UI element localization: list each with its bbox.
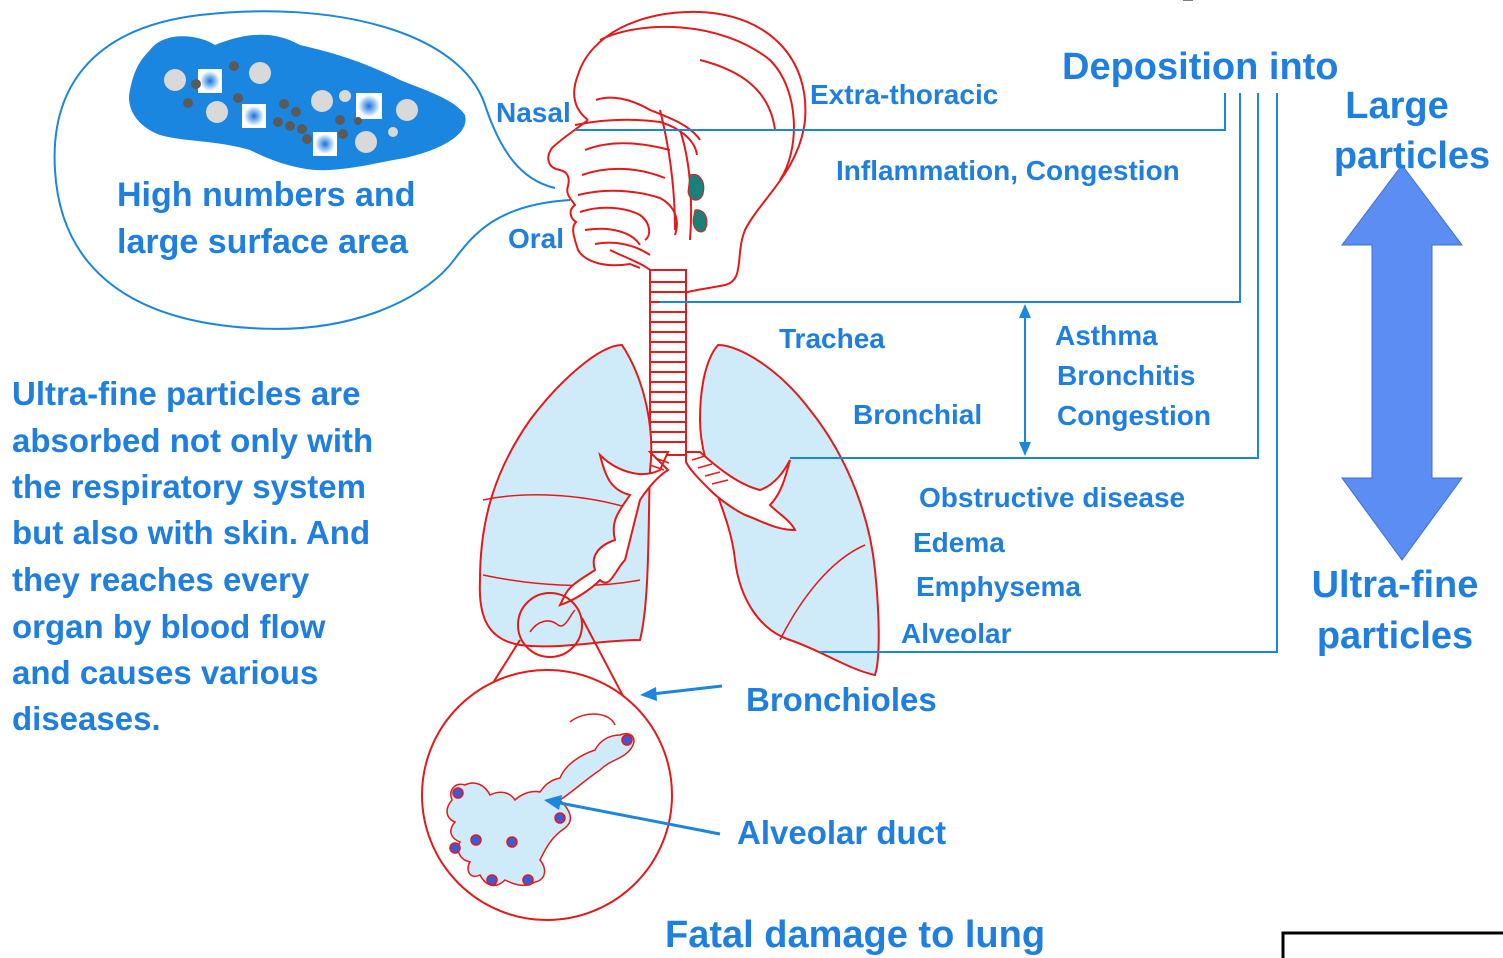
bronchioles-label: Bronchioles [746, 683, 937, 716]
oral-label: Oral [508, 225, 564, 253]
asthma-range-arrow [1019, 304, 1031, 456]
ultra-fine-line1: Ultra-fine [1300, 566, 1490, 604]
trachea-label: Trachea [779, 325, 885, 353]
note-line: absorbed not only with [12, 424, 373, 457]
note-line: but also with skin. And [12, 516, 370, 549]
high-numbers-line1: High numbers and [117, 178, 415, 212]
ultra-fine-line2: particles [1300, 617, 1490, 655]
note-line: organ by blood flow [12, 610, 325, 643]
note-line: the respiratory system [12, 470, 366, 503]
large-particles-line1: Large [1322, 87, 1472, 125]
note-line: Ultra-fine particles are [12, 377, 360, 410]
note-line: they reaches every [12, 563, 309, 596]
nasal-label: Nasal [496, 99, 571, 127]
congestion-label: Congestion [1057, 402, 1211, 430]
inflammation-congestion-label: Inflammation, Congestion [836, 157, 1180, 185]
bronchioles-pointer-arrow [640, 686, 722, 701]
note-line: diseases. [12, 702, 161, 735]
edema-label: Edema [913, 529, 1005, 557]
particle-blob-icon [129, 35, 466, 171]
obstructive-disease-label: Obstructive disease [919, 484, 1185, 512]
corner-box [1283, 933, 1503, 958]
alveolar-label: Alveolar [901, 620, 1012, 648]
large-particles-line2: particles [1322, 137, 1502, 175]
asthma-label: Asthma [1055, 322, 1158, 350]
note-line: and causes various [12, 656, 318, 689]
head-airway-outline [548, 12, 805, 295]
emphysema-label: Emphysema [916, 573, 1081, 601]
trachea-shape [650, 270, 686, 455]
high-numbers-line2: large surface area [117, 225, 408, 259]
bronchial-label: Bronchial [853, 401, 982, 429]
extra-thoracic-label: Extra-thoracic [810, 81, 998, 109]
bronchitis-label: Bronchitis [1057, 362, 1195, 390]
fatal-damage-label: Fatal damage to lung [665, 916, 1045, 954]
alveolar-duct-label: Alveolar duct [737, 816, 946, 849]
deposition-into-title: Deposition into [1062, 48, 1339, 86]
alveoli-zoom-circle [422, 670, 672, 920]
double-headed-vertical-arrow [1342, 165, 1462, 560]
